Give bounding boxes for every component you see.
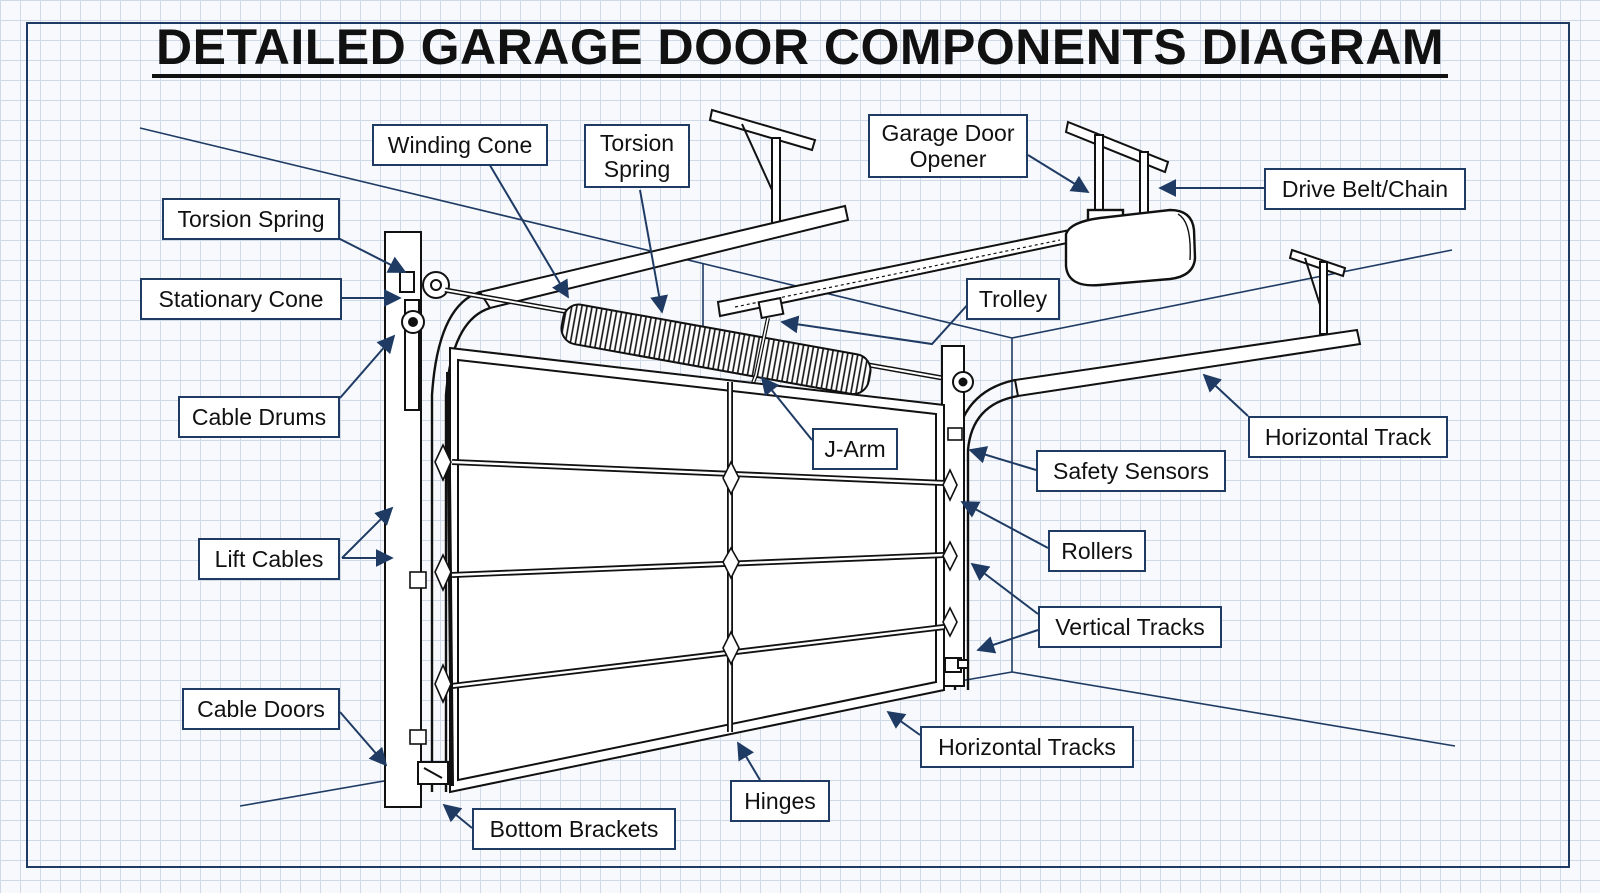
label-hinges: Hinges [730, 780, 830, 822]
label-winding-cone: Winding Cone [372, 124, 548, 166]
label-cable-drums: Cable Drums [178, 396, 340, 438]
label-horizontal-tracks: Horizontal Tracks [920, 726, 1134, 768]
arrow-rollers [960, 501, 1049, 549]
label-drive-belt-chain: Drive Belt/Chain [1264, 168, 1466, 210]
arrow-hinges [737, 741, 761, 781]
arrow-trolley [780, 301, 971, 346]
label-bottom-brackets: Bottom Brackets [472, 808, 676, 850]
label-vertical-tracks: Vertical Tracks [1038, 606, 1222, 648]
leader-arrows [337, 154, 1264, 829]
arrow-horizontal-track [1202, 373, 1249, 417]
label-trolley: Trolley [966, 278, 1060, 320]
ceiling-hangers [708, 108, 1347, 335]
arrow-cable-doors [339, 711, 388, 767]
opener-motor [1064, 208, 1197, 287]
bottom-brackets [417, 657, 969, 785]
arrow-torsion-spring-top [639, 189, 668, 314]
label-torsion-spring-left: Torsion Spring [162, 198, 340, 240]
arrow-winding-cone [487, 161, 569, 299]
left-jamb [384, 231, 450, 808]
label-safety-sensors: Safety Sensors [1036, 450, 1226, 492]
arrow-horizontal-tracks [886, 710, 921, 736]
arrow-cable-drums [339, 334, 396, 399]
arrow-safety-sensors [968, 446, 1037, 471]
arrow-bottom-brackets [442, 803, 473, 829]
arrow-lift-cables-upper [341, 506, 394, 559]
door-panel [446, 346, 945, 794]
diagram-title-text: DETAILED GARAGE DOOR COMPONENTS DIAGRAM [151, 21, 1449, 78]
label-cable-doors: Cable Doors [182, 688, 340, 730]
hinges [409, 427, 963, 745]
opener-rail [716, 228, 1074, 420]
arrow-vertical-tracks-lower [976, 629, 1039, 654]
label-lift-cables: Lift Cables [198, 538, 340, 580]
arrow-opener [1027, 154, 1090, 193]
label-rollers: Rollers [1048, 530, 1146, 572]
label-stationary-cone: Stationary Cone [140, 278, 342, 320]
label-j-arm: J-Arm [812, 428, 898, 470]
arrow-vertical-tracks-upper [970, 562, 1039, 615]
arrow-j-arm [760, 376, 813, 441]
label-torsion-spring-top: Torsion Spring [584, 124, 690, 188]
diagram-title: DETAILED GARAGE DOOR COMPONENTS DIAGRAM [0, 18, 1600, 78]
torsion-spring-coil [560, 303, 872, 396]
arrow-torsion-spring-left [337, 237, 407, 273]
label-horizontal-track: Horizontal Track [1248, 416, 1448, 458]
label-garage-door-opener: Garage Door Opener [868, 114, 1028, 178]
